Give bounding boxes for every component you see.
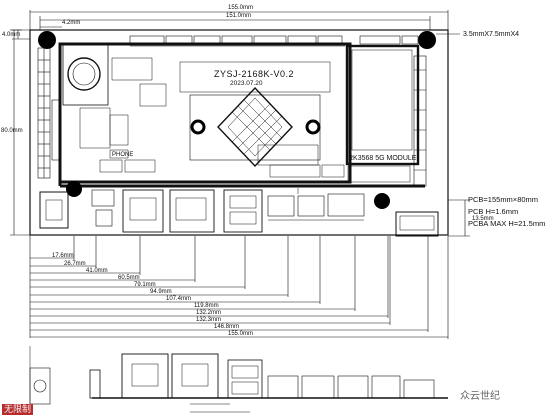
small-components <box>79 57 345 178</box>
bottom-dim: 132.3mm <box>196 317 222 323</box>
dim-top-offset: 4.0mm <box>2 32 21 38</box>
watermark-corner: 无限制 <box>2 404 34 415</box>
top-dimension-lines <box>12 10 449 40</box>
bottom-dim: 60.5mm <box>118 275 140 281</box>
watermark-text: 众云世纪 <box>460 391 500 402</box>
bottom-dim: 41.0mm <box>86 268 108 274</box>
dim-right: 13.5mm <box>472 216 494 222</box>
bottom-dim: 26.7mm <box>64 261 86 267</box>
side-view <box>29 346 448 413</box>
spec-pcb-thickness: PCB H=1.6mm <box>468 207 519 216</box>
bottom-dim: 119.8mm <box>194 303 219 309</box>
spec-pcb-size: PCB=155mm×80mm <box>468 195 539 204</box>
board-date: 2023.07.20 <box>230 80 263 87</box>
dim-height: 80.0mm <box>1 128 23 134</box>
5g-module <box>345 44 427 187</box>
dim-width-inner: 151.0mm <box>226 13 252 19</box>
bottom-dim: 94.9mm <box>150 289 172 295</box>
top-connectors <box>129 35 419 47</box>
bottom-dim: 155.0mm <box>228 331 254 337</box>
bottom-dim: 107.4mm <box>166 296 192 302</box>
phone-label: PHONE <box>112 152 134 158</box>
bottom-dim: 79.1mm <box>134 282 156 288</box>
bottom-edge-connectors <box>39 188 439 237</box>
bottom-dimension-lines <box>29 235 449 339</box>
board-title: ZYSJ-2168K-V0.2 <box>214 69 295 79</box>
bottom-dim: 132.2mm <box>196 310 222 316</box>
battery-holder <box>62 44 109 106</box>
dim-left-offset: 4.2mm <box>62 20 81 26</box>
mounting-holes <box>38 31 436 209</box>
spec-pcba-height: PCBA MAX H=21.5mm <box>468 219 546 228</box>
dim-width-outer: 155.0mm <box>228 5 254 11</box>
hole-note: 3.5mmX7.5mmX4 <box>463 31 520 38</box>
right-dimension-lines <box>448 199 470 237</box>
bottom-dim: 146.8mm <box>214 324 240 330</box>
bottom-dim: 17.6mm <box>52 253 74 259</box>
left-pin-header <box>37 47 61 179</box>
module-label: RK3568 5G MODULE <box>348 155 417 162</box>
left-dimension-lines <box>10 29 30 236</box>
soc-area <box>179 61 331 168</box>
